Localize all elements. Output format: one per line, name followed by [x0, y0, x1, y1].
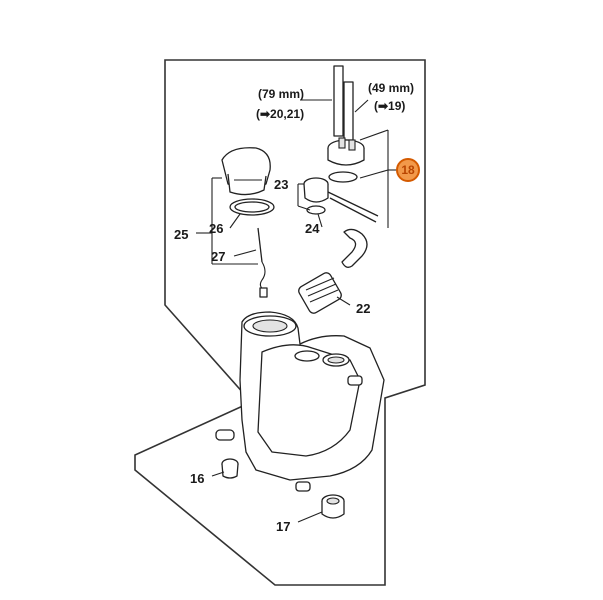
- part-label-16: 16: [190, 471, 205, 486]
- part-label-17: 17: [276, 519, 291, 534]
- fuel-pickup-assembly: [327, 129, 402, 228]
- part-label-27: 27: [211, 249, 226, 264]
- tank-cap: [221, 147, 271, 196]
- part-label-24: 24: [305, 221, 320, 236]
- fuel-filter: [298, 272, 351, 314]
- tank-vent: [297, 177, 379, 228]
- part-label-23: 23: [274, 177, 289, 192]
- fuel-hose: [341, 228, 368, 268]
- part-label-26: 26: [209, 221, 224, 236]
- callout-bracket-25: [196, 177, 258, 265]
- retaining-strap: [257, 227, 268, 298]
- part-label-25: 25: [174, 227, 189, 242]
- fuel-tank: [215, 311, 385, 492]
- hose-ref-20-21: (➡20,21): [256, 107, 305, 121]
- hose-length-49: (49 mm): [368, 81, 415, 95]
- fuel-hoses: [300, 65, 369, 141]
- part-label-22: 22: [356, 301, 371, 316]
- hose-length-79: (79 mm): [258, 87, 305, 101]
- o-ring-inner: [234, 201, 270, 213]
- grommet-17: [297, 494, 345, 523]
- diagram-frame: [134, 59, 426, 586]
- grommet-16: [211, 458, 239, 479]
- hose-ref-19: (➡19): [374, 99, 406, 113]
- part-18-badge[interactable]: 18: [396, 158, 420, 182]
